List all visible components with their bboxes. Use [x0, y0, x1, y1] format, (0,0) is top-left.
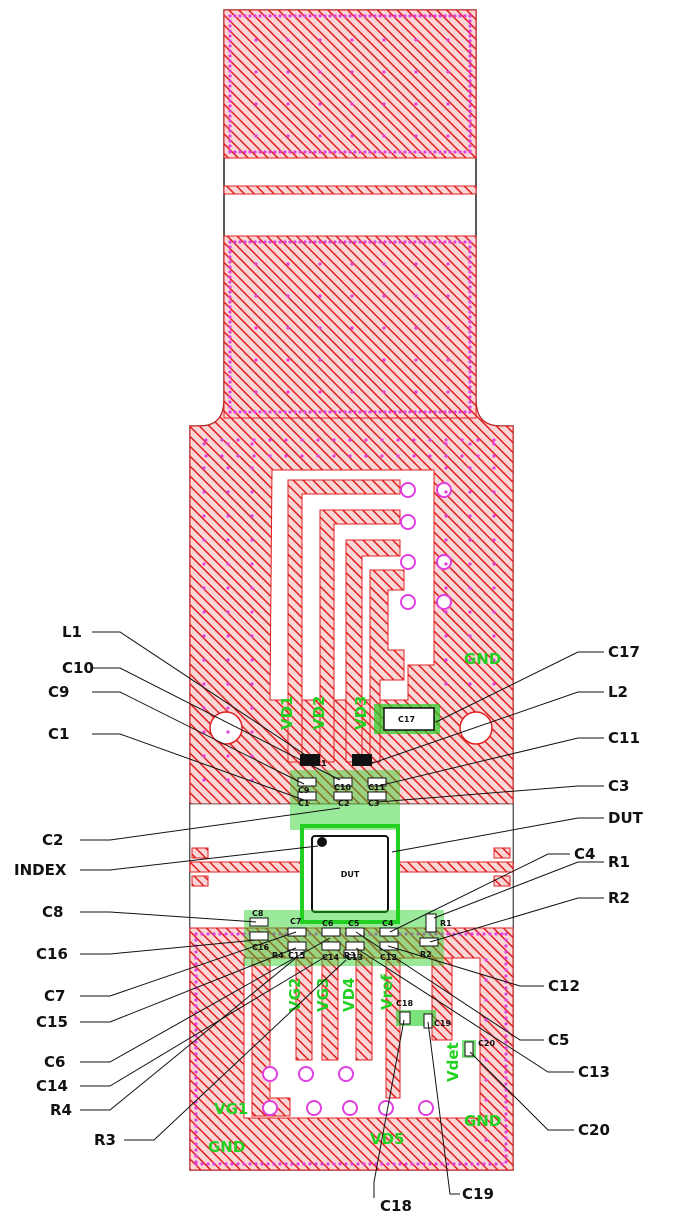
- silkscreen-labels: VD1 VD2 VD3 GND VG2 VG3 VD4 Vref Vdet VG…: [208, 650, 501, 1156]
- svg-text:C4: C4: [382, 919, 394, 928]
- callout-c14: C14: [36, 1077, 68, 1095]
- dut-refdes: DUT: [341, 870, 360, 879]
- svg-text:L2: L2: [354, 759, 365, 768]
- callout-l2: L2: [608, 683, 628, 701]
- callout-c16: C16: [36, 945, 68, 963]
- callout-c4: C4: [574, 845, 595, 863]
- svg-text:C13: C13: [346, 953, 363, 962]
- callout-l1: L1: [62, 623, 82, 641]
- svg-text:R2: R2: [420, 950, 432, 959]
- svg-text:C12: C12: [380, 953, 397, 962]
- svg-text:C15: C15: [288, 951, 305, 960]
- svg-text:C7: C7: [290, 917, 301, 926]
- upper-components: [290, 704, 440, 830]
- callout-leaders: [80, 631, 604, 1198]
- callout-c13: C13: [578, 1063, 610, 1081]
- callout-r4: R4: [50, 1101, 72, 1119]
- callout-c18: C18: [380, 1197, 412, 1215]
- svg-text:C18: C18: [396, 999, 413, 1008]
- top-rf-strip: [223, 185, 477, 195]
- upper-ground-plane: [223, 235, 477, 419]
- callout-c7: C7: [44, 987, 65, 1005]
- dut-package: [311, 835, 389, 913]
- svg-text:VD1: VD1: [278, 696, 296, 731]
- svg-text:R1: R1: [440, 919, 452, 928]
- callout-c6: C6: [44, 1053, 65, 1071]
- callout-c5: C5: [548, 1031, 569, 1049]
- svg-text:GND: GND: [464, 1112, 501, 1130]
- svg-text:VG3: VG3: [314, 978, 332, 1012]
- callout-c8: C8: [42, 903, 63, 921]
- svg-text:C17: C17: [398, 715, 415, 724]
- callout-c2: C2: [42, 831, 63, 849]
- svg-text:L1: L1: [316, 759, 327, 768]
- svg-text:R3: R3: [344, 951, 356, 960]
- svg-text:C16: C16: [252, 943, 269, 952]
- callout-c10: C10: [62, 659, 94, 677]
- mounting-hole: [209, 711, 243, 745]
- index-mark: [317, 837, 327, 847]
- svg-text:C10: C10: [334, 783, 351, 792]
- callout-c3: C3: [608, 777, 629, 795]
- mounting-hole: [459, 711, 493, 745]
- callout-labels: L1 C10 C9 C1 C2 INDEX C8 C16 C7 C15 C6 C…: [14, 623, 644, 1215]
- svg-text:VG1: VG1: [214, 1100, 248, 1118]
- svg-text:C8: C8: [252, 909, 264, 918]
- svg-text:C5: C5: [348, 919, 360, 928]
- svg-text:C11: C11: [368, 783, 385, 792]
- c17-body: [383, 707, 435, 731]
- svg-text:C6: C6: [322, 919, 334, 928]
- svg-text:C2: C2: [338, 799, 349, 808]
- callout-r1: R1: [608, 853, 630, 871]
- svg-text:VG2: VG2: [286, 978, 304, 1012]
- callout-r2: R2: [608, 889, 630, 907]
- callout-c17: C17: [608, 643, 640, 661]
- rf-edge-pads: [191, 847, 511, 887]
- svg-text:GND: GND: [208, 1138, 245, 1156]
- svg-text:C20: C20: [478, 1039, 495, 1048]
- callout-c20: C20: [578, 1121, 610, 1139]
- callout-c12: C12: [548, 977, 580, 995]
- svg-text:C19: C19: [434, 1019, 451, 1028]
- gate-test-pads: [262, 1066, 434, 1116]
- svg-text:VD2: VD2: [310, 696, 328, 731]
- ground-vias: [194, 14, 508, 1166]
- callout-c19: C19: [462, 1185, 494, 1203]
- callout-c1: C1: [48, 725, 69, 743]
- callout-index: INDEX: [14, 861, 67, 879]
- callout-dut: DUT: [608, 809, 644, 827]
- svg-text:C3: C3: [368, 799, 379, 808]
- svg-text:Vdet: Vdet: [444, 1042, 462, 1082]
- rf-output-line: [391, 861, 514, 873]
- svg-text:C1: C1: [298, 799, 310, 808]
- svg-text:VD3: VD3: [352, 696, 370, 731]
- drain-test-pads: [400, 482, 452, 610]
- callout-c9: C9: [48, 683, 69, 701]
- svg-text:Vref: Vref: [378, 974, 396, 1010]
- top-ground-plane: [223, 9, 477, 159]
- rf-input-line: [189, 861, 311, 873]
- callout-c11: C11: [608, 729, 640, 747]
- callout-c15: C15: [36, 1013, 68, 1031]
- svg-text:VD5: VD5: [370, 1130, 405, 1148]
- svg-text:C9: C9: [298, 786, 310, 795]
- svg-text:C14: C14: [322, 953, 339, 962]
- callout-r3: R3: [94, 1131, 116, 1149]
- svg-text:GND: GND: [464, 650, 501, 668]
- svg-text:VD4: VD4: [340, 978, 358, 1013]
